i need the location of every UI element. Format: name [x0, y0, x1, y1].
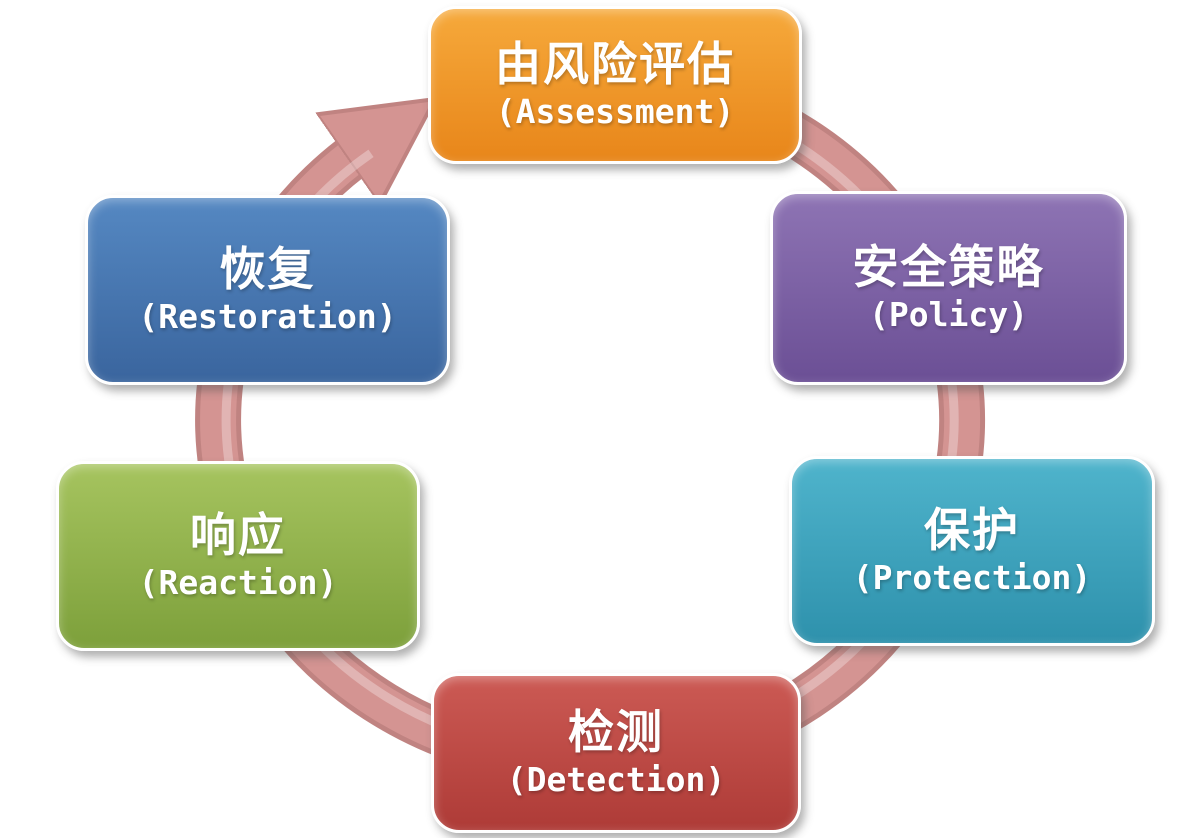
node-restoration-label-zh: 恢复 [219, 241, 316, 296]
node-policy-label-zh: 安全策略 [852, 239, 1045, 294]
node-restoration-label-en: (Restoration) [138, 296, 397, 336]
node-protection-label-en: (Protection) [852, 557, 1092, 597]
node-assessment-label-en: (Assessment) [495, 91, 735, 131]
node-detection: 检测 (Detection) [431, 673, 801, 833]
node-policy-label-en: (Policy) [869, 294, 1028, 334]
node-reaction: 响应 (Reaction) [56, 461, 420, 651]
node-detection-label-en: (Detection) [506, 759, 726, 799]
node-detection-label-zh: 检测 [568, 704, 664, 759]
node-assessment: 由风险评估 (Assessment) [428, 6, 802, 164]
node-restoration: 恢复 (Restoration) [85, 195, 450, 385]
node-protection-label-zh: 保护 [924, 502, 1020, 557]
cycle-ring-highlight [221, 81, 959, 759]
node-assessment-label-zh: 由风险评估 [495, 36, 735, 91]
node-policy: 安全策略 (Policy) [770, 191, 1127, 385]
node-reaction-label-zh: 响应 [190, 507, 286, 562]
node-protection: 保护 (Protection) [789, 456, 1155, 646]
node-reaction-label-en: (Reaction) [138, 562, 338, 602]
